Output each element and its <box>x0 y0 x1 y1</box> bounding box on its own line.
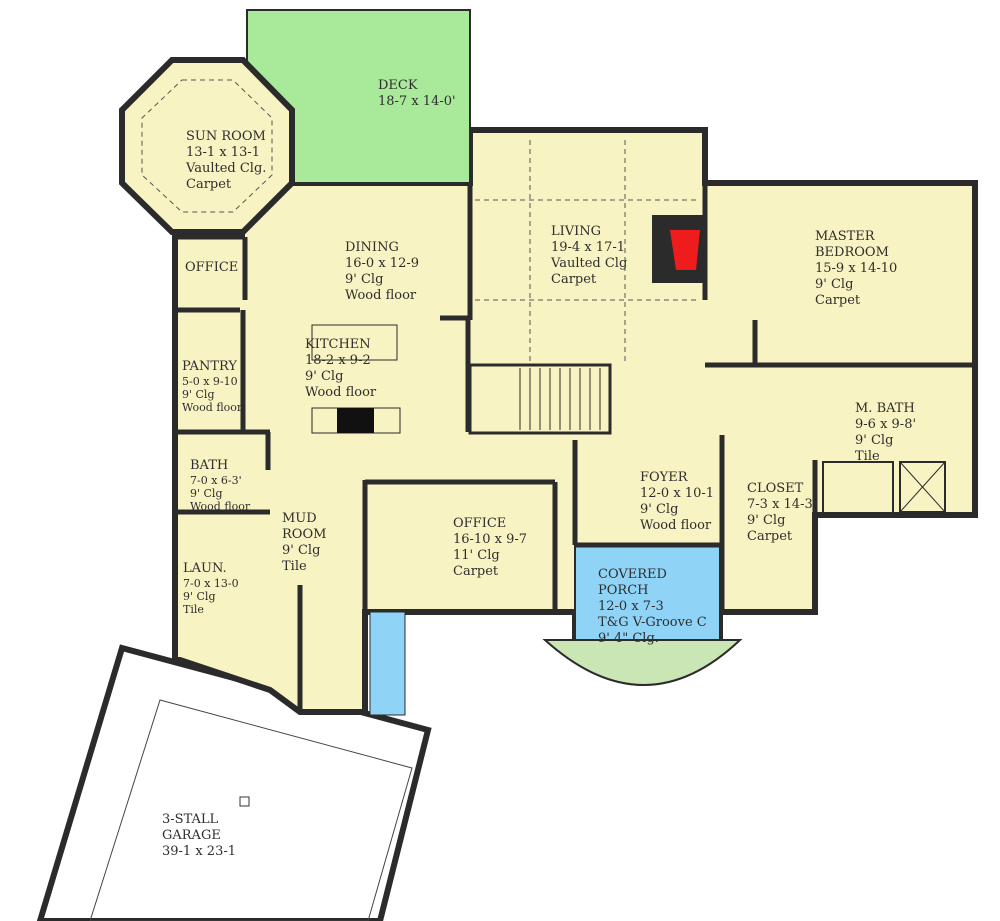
living-ceiling-lines <box>475 140 700 365</box>
room-detail: Carpet <box>747 529 793 544</box>
room-detail: 5-0 x 9-10 <box>182 375 238 388</box>
room-detail: 19-4 x 17-1 <box>551 240 626 255</box>
room-label-office-small: OFFICE <box>185 260 238 276</box>
room-name: SUN ROOM <box>186 129 266 144</box>
stairs <box>468 363 612 435</box>
room-detail: 9' Clg <box>747 513 786 528</box>
room-name: MUD <box>282 511 317 526</box>
garage-bollard <box>239 796 250 807</box>
room-detail: Tile <box>183 603 204 616</box>
garage-inner-outline <box>89 699 413 921</box>
room-detail: BEDROOM <box>815 245 889 260</box>
room-detail: ROOM <box>282 527 327 542</box>
room-detail: 12-0 x 10-1 <box>640 486 715 501</box>
room-detail: Carpet <box>186 177 232 192</box>
room-detail: Wood floor <box>640 518 712 533</box>
porch-steps <box>542 639 743 686</box>
room-name: FOYER <box>640 470 688 485</box>
room-name: LIVING <box>551 224 602 239</box>
room-detail: Vaulted Clg. <box>186 161 267 176</box>
room-detail: 12-0 x 7-3 <box>598 599 664 614</box>
interior-walls <box>175 183 975 712</box>
shower <box>899 461 946 513</box>
room-detail: 39-1 x 23-1 <box>162 844 237 859</box>
room-detail: 9' Clg <box>190 487 223 500</box>
room-detail: Wood floor <box>345 288 417 303</box>
room-name: 3-STALL <box>162 812 219 827</box>
room-detail: 9' Clg <box>855 433 894 448</box>
room-detail: 7-3 x 14-3' <box>747 497 817 512</box>
kitchen-island <box>311 324 398 361</box>
room-detail: 15-9 x 14-10 <box>815 261 898 276</box>
room-detail: Wood floor <box>190 500 251 513</box>
room-detail: 18-7 x 14-0' <box>378 94 456 109</box>
room-detail: Tile <box>855 449 880 464</box>
bathtub <box>822 461 894 515</box>
room-detail: Wood floor <box>305 385 377 400</box>
room-detail: Carpet <box>815 293 861 308</box>
room-detail: 9' 4" Clg. <box>598 631 659 646</box>
room-name: COVERED <box>598 567 667 582</box>
room-detail: 9' Clg <box>305 369 344 384</box>
room-detail: 18-2 x 9-2 <box>305 353 371 368</box>
room-detail: 11' Clg <box>453 548 500 563</box>
sun-room-ceiling-lines <box>141 79 273 213</box>
room-name: BATH <box>190 458 229 473</box>
room-name: MASTER <box>815 229 875 244</box>
room-name: OFFICE <box>453 516 507 531</box>
side-walkway <box>369 611 406 716</box>
room-detail: 9' Clg <box>815 277 854 292</box>
room-name: DINING <box>345 240 399 255</box>
fireplace-icon <box>670 230 700 270</box>
room-name: DECK <box>378 78 418 93</box>
room-detail: GARAGE <box>162 828 221 843</box>
room-detail: 16-10 x 9-7 <box>453 532 528 547</box>
room-detail: 7-0 x 13-0 <box>183 577 239 590</box>
room-detail: Wood floor <box>182 401 243 414</box>
sun-room-area <box>119 57 295 235</box>
room-detail: Tile <box>282 559 307 574</box>
room-detail: 9' Clg <box>345 272 384 287</box>
room-detail: T&G V-Groove C <box>598 615 707 630</box>
room-detail: Carpet <box>551 272 597 287</box>
room-name: LAUN. <box>183 561 227 576</box>
room-detail: 9-6 x 9-8' <box>855 417 917 432</box>
room-name: PANTRY <box>182 359 237 374</box>
room-name: KITCHEN <box>305 337 371 352</box>
room-detail: PORCH <box>598 583 649 598</box>
room-name: CLOSET <box>747 481 804 496</box>
room-detail: 13-1 x 13-1 <box>186 145 261 160</box>
room-name: M. BATH <box>855 401 915 416</box>
room-detail: 9' Clg <box>640 502 679 517</box>
room-detail: 16-0 x 12-9 <box>345 256 420 271</box>
covered-porch-area <box>574 544 721 641</box>
room-detail: 7-0 x 6-3' <box>190 474 242 487</box>
room-detail: 9' Clg <box>282 543 321 558</box>
room-detail: 9' Clg <box>182 388 215 401</box>
room-detail: Carpet <box>453 564 499 579</box>
cooktop <box>337 408 374 433</box>
room-detail: Vaulted Clg <box>551 256 628 271</box>
room-name: OFFICE <box>185 260 239 275</box>
room-detail: 9' Clg <box>183 590 216 603</box>
